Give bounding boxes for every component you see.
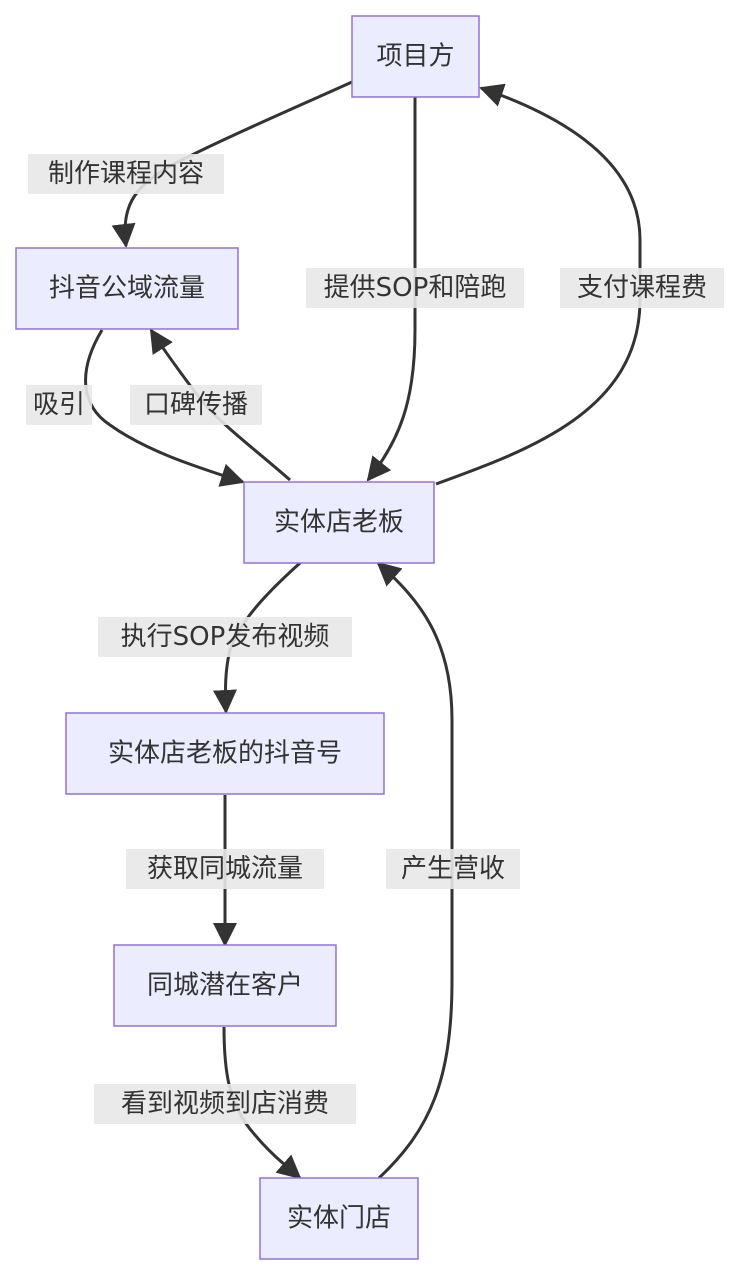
edge-attract [84, 329, 245, 487]
node-douyin[interactable]: 抖音公域流量 [15, 247, 239, 330]
label-visit-store-text: 看到视频到店消费 [121, 1089, 329, 1119]
nodes: 项目方 抖音公域流量 实体店老板 实体店老板的抖音号 同城潜在客户 实体门店 [15, 15, 480, 1260]
label-word-of-mouth: 口碑传播 [130, 385, 262, 425]
node-account[interactable]: 实体店老板的抖音号 [65, 712, 385, 795]
node-account-label: 实体店老板的抖音号 [108, 739, 342, 769]
label-revenue-text: 产生营收 [401, 854, 505, 884]
node-boss[interactable]: 实体店老板 [243, 481, 435, 564]
node-customer-label: 同城潜在客户 [147, 971, 303, 1001]
label-attract: 吸引 [26, 385, 92, 425]
node-customer[interactable]: 同城潜在客户 [113, 944, 337, 1027]
label-provide-sop: 提供SOP和陪跑 [306, 268, 524, 308]
edge-labels: 制作课程内容 提供SOP和陪跑 支付课程费 吸引 口碑传播 执行SOP发布视频 … [26, 154, 724, 1124]
label-make-course: 制作课程内容 [28, 154, 224, 194]
label-attract-text: 吸引 [33, 390, 85, 420]
label-visit-store: 看到视频到店消费 [94, 1084, 356, 1124]
label-publish-video: 执行SOP发布视频 [98, 617, 352, 657]
node-boss-label: 实体店老板 [274, 508, 404, 538]
node-store-label: 实体门店 [287, 1204, 391, 1234]
edge-revenue [376, 561, 454, 1180]
label-get-traffic: 获取同城流量 [126, 849, 324, 889]
node-store[interactable]: 实体门店 [259, 1177, 419, 1260]
label-word-of-mouth-text: 口碑传播 [144, 390, 248, 420]
label-revenue: 产生营收 [386, 849, 520, 889]
edge-visit-store [222, 1026, 302, 1180]
label-publish-video-text: 执行SOP发布视频 [121, 622, 330, 652]
edge-provide-sop [366, 97, 417, 482]
label-get-traffic-text: 获取同城流量 [147, 854, 303, 884]
node-project-label: 项目方 [376, 42, 454, 72]
label-make-course-text: 制作课程内容 [48, 159, 204, 189]
label-pay-fee-text: 支付课程费 [577, 273, 707, 303]
node-project[interactable]: 项目方 [351, 15, 480, 98]
node-douyin-label: 抖音公域流量 [49, 274, 205, 304]
label-pay-fee: 支付课程费 [560, 268, 724, 308]
label-provide-sop-text: 提供SOP和陪跑 [324, 273, 507, 303]
